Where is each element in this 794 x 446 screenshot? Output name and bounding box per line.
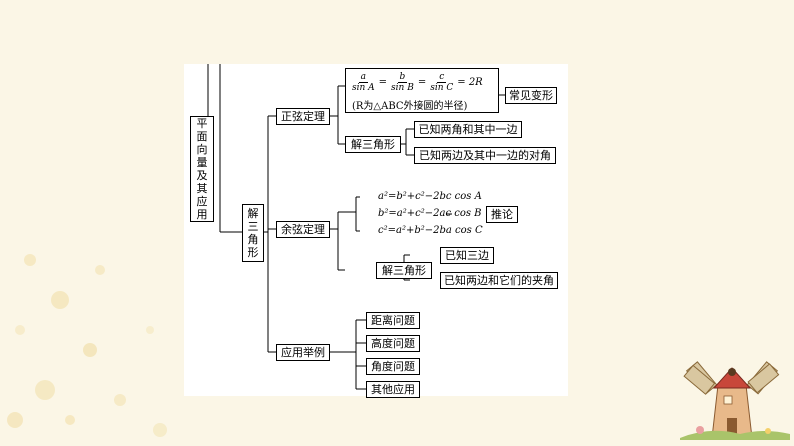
branch-char: 形	[247, 246, 259, 259]
sine-fraction-a: a sin A	[352, 72, 375, 93]
sine-formula-note: (R为△ABC外接圆的半径)	[352, 101, 468, 112]
cosine-solve-node: 解三角形	[376, 262, 432, 279]
branch-char: 三	[247, 220, 259, 233]
root-char: 及	[196, 169, 208, 182]
root-node: 平 面 向 量 及 其 应 用	[190, 116, 214, 222]
connector-lines	[207, 64, 505, 390]
diagram-panel: 平 面 向 量 及 其 应 用 解 三 角 形 正弦定理 a sin A = b…	[184, 64, 568, 398]
application-node: 应用举例	[276, 344, 330, 361]
cosine-law-node: 余弦定理	[276, 221, 330, 238]
application-item-distance: 距离问题	[366, 312, 420, 329]
cosine-case-1: 已知三边	[440, 247, 494, 264]
sine-fraction-b: b sin B	[391, 72, 414, 93]
windmill-illustration	[680, 361, 790, 440]
corollary-node: 推论	[486, 206, 518, 223]
common-transform-node: 常见变形	[505, 87, 557, 104]
branch-char: 角	[247, 233, 259, 246]
root-char: 应	[196, 195, 208, 208]
sine-law-node: 正弦定理	[276, 108, 330, 125]
sine-solve-node: 解三角形	[345, 136, 401, 153]
sine-formula-box: a sin A = b sin B = c sin C = 2R (R为△ABC…	[345, 68, 499, 113]
equals-sign: =	[417, 77, 427, 88]
cosine-formula-c: c²=a²+b²−2ba cos C	[378, 225, 483, 236]
root-char: 量	[196, 156, 208, 169]
sine-case-1: 已知两角和其中一边	[414, 121, 522, 138]
sine-rhs: = 2R	[457, 77, 483, 88]
equals-sign: =	[378, 77, 388, 88]
sine-case-2: 已知两边及其中一边的对角	[414, 147, 556, 164]
root-char: 向	[196, 143, 208, 156]
cosine-formula-b: b²=a²+c²−2ac cos B	[378, 208, 482, 219]
root-char: 用	[196, 208, 208, 221]
application-item-angle: 角度问题	[366, 358, 420, 375]
root-char: 面	[196, 130, 208, 143]
cosine-formula-a: a²=b²+c²−2bc cos A	[378, 191, 482, 202]
cosine-formula-box: a²=b²+c²−2bc cos A b²=a²+c²−2ac cos B c²…	[360, 187, 483, 241]
root-char: 平	[196, 117, 208, 130]
branch-node: 解 三 角 形	[242, 204, 264, 262]
root-char: 其	[196, 182, 208, 195]
application-item-height: 高度问题	[366, 335, 420, 352]
application-item-other: 其他应用	[366, 381, 420, 398]
branch-char: 解	[247, 207, 259, 220]
sine-fraction-c: c sin C	[430, 72, 454, 93]
cosine-case-2: 已知两边和它们的夹角	[440, 272, 558, 289]
